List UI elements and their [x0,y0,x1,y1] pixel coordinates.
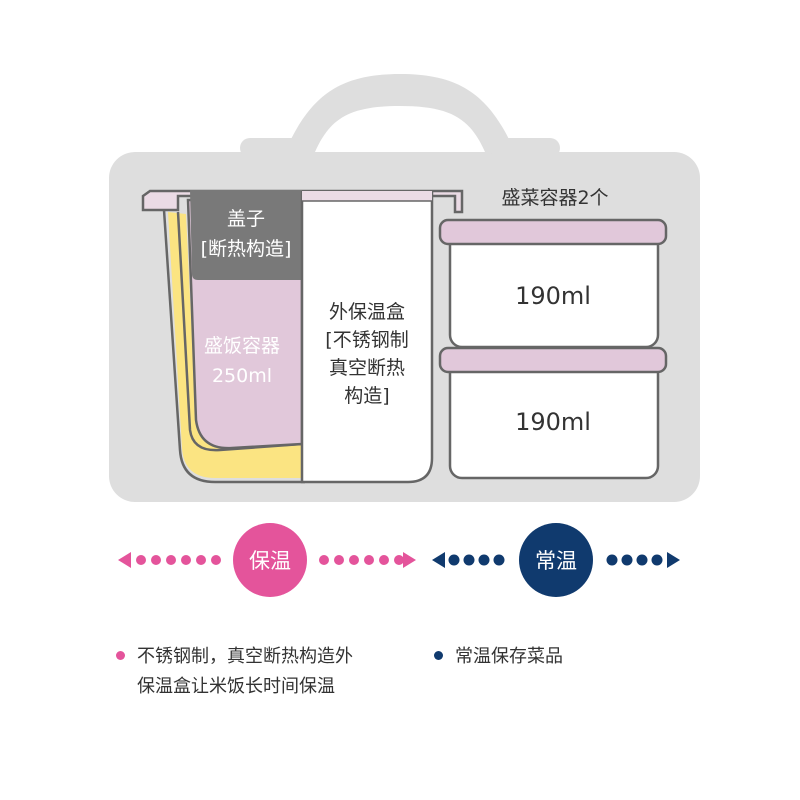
normal-arrow-right [667,552,680,568]
normal-legend: 常温 [432,523,680,597]
legend-dot [334,555,344,565]
outer-wall-left [162,209,305,484]
warm-arrow-left [118,552,131,568]
legend-dot [606,554,618,566]
legend-dot [493,554,505,566]
legend-dot [181,555,191,565]
legend-dot [136,555,146,565]
legend-dot [478,554,490,566]
warm-badge-circle [233,523,307,597]
side-box-top: 190ml [438,218,668,349]
outer-box [300,190,434,484]
bag-handle [285,74,515,152]
normal-arrow-left [432,552,445,568]
side-box-top-lid [438,218,668,246]
outer-box-lid-strip [302,191,432,201]
legend-dot [211,555,221,565]
normal-badge-label: 常温 [535,549,577,573]
outer-box-label-4: 构造] [344,385,389,407]
side-box-top-volume: 190ml [515,282,591,310]
legend-dot [651,554,663,566]
legend-dot [166,555,176,565]
warm-badge-label: 保温 [249,549,291,573]
legend-dot [319,555,329,565]
lid-label-2: [断热构造] [201,238,292,260]
side-box-bottom: 190ml [438,346,668,480]
legend-dot [394,555,404,565]
legend-dot [196,555,206,565]
warm-legend: 保温 [118,523,416,597]
warm-note-line-1: 不锈钢制，真空断热构造外 [116,642,406,672]
legend-dot [349,555,359,565]
legend-dot [448,554,460,566]
legend-dot [364,555,374,565]
normal-note-line-1: 常温保存菜品 [434,642,694,672]
warm-dots [136,555,404,565]
inner-wall-left [176,211,303,452]
handle-base-left [240,138,310,158]
warm-note-line-2: 保温盒让米饭长时间保温 [137,676,335,697]
lid-label-1: 盖子 [227,208,265,230]
outer-box-label-1: 外保温盒 [329,301,405,323]
side-dish-title: 盛菜容器2个 [501,187,608,209]
legend-dot [621,554,633,566]
normal-note-bullet [434,650,443,660]
rice-label-2: 250ml [212,365,272,387]
warm-note: 不锈钢制，真空断热构造外 保温盒让米饭长时间保温 [116,642,406,702]
legend-dot [379,555,389,565]
side-box-bottom-lid [438,346,668,374]
normal-dots [448,554,663,566]
legend-dot [463,554,475,566]
normal-note-text-1: 常温保存菜品 [455,646,563,667]
rice-label-1: 盛饭容器 [204,335,280,357]
yellow-liner [168,212,302,478]
side-box-bottom-volume: 190ml [515,408,591,436]
thermal-container [141,189,464,484]
warm-note-text-1: 不锈钢制，真空断热构造外 [137,646,353,667]
handle-base-right [490,138,560,158]
legend-dot [636,554,648,566]
warm-note-bullet [116,650,125,660]
outer-box-label-3: 真空断热 [329,357,405,379]
warm-arrow-right [403,552,416,568]
lid-block [190,190,302,280]
normal-badge-circle [519,523,593,597]
legend-dot [151,555,161,565]
outer-box-label-2: [不锈钢制 [325,329,408,351]
normal-note: 常温保存菜品 [434,642,694,672]
